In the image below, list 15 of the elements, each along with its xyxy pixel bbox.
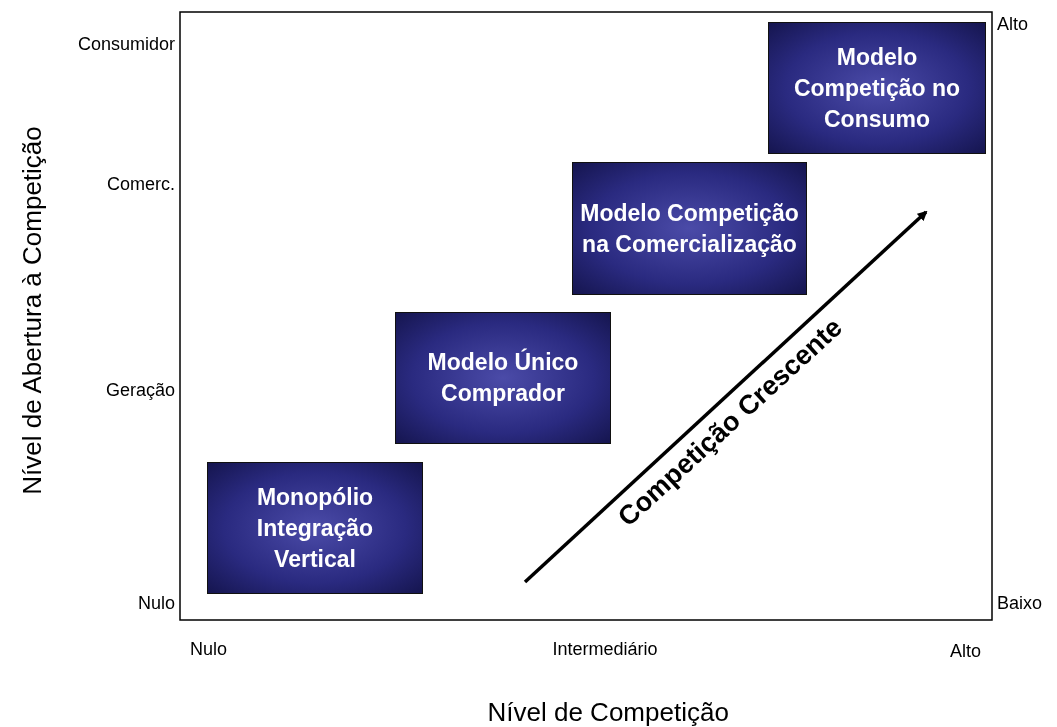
model-box: Monopólio Integração Vertical bbox=[207, 462, 423, 594]
model-box: Modelo Único Comprador bbox=[395, 312, 611, 444]
axis-tick-label: Baixo bbox=[997, 592, 1043, 614]
axis-tick-label: Alto bbox=[950, 640, 982, 662]
axis-tick-label: Consumidor bbox=[78, 33, 176, 55]
model-box: Modelo Competição na Comercialização bbox=[572, 162, 807, 295]
axis-tick-label: Comerc. bbox=[107, 173, 175, 195]
axis-tick-label: Nulo bbox=[138, 592, 176, 614]
axis-title: Nível de Abertura à Competição bbox=[16, 125, 48, 495]
axis-tick-label: Intermediário bbox=[552, 638, 658, 660]
axis-tick-label: Geração bbox=[106, 379, 176, 401]
axis-title: Nível de Competição bbox=[487, 696, 729, 727]
axis-tick-label: Alto bbox=[997, 13, 1029, 35]
model-box: Modelo Competição no Consumo bbox=[768, 22, 986, 154]
axis-tick-label: Nulo bbox=[190, 638, 228, 660]
